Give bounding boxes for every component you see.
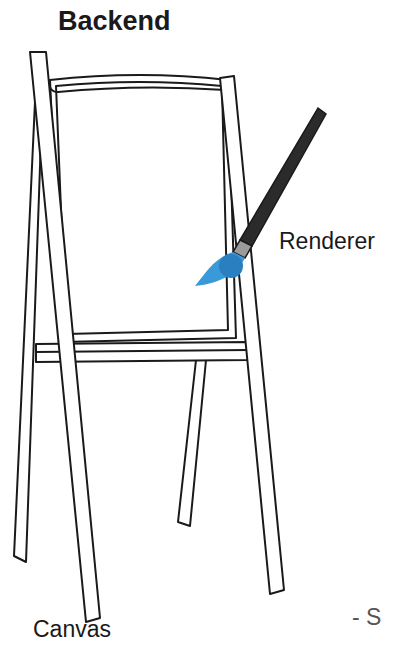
part-label: Renderer — [279, 228, 375, 255]
note-text: - S — [352, 604, 381, 631]
easel-leg — [220, 76, 284, 594]
brush-handle — [240, 108, 326, 246]
paper-sheet — [50, 75, 236, 342]
part-label: Canvas — [33, 616, 111, 643]
diagram-title: Backend — [58, 6, 171, 37]
brush-tip — [195, 252, 245, 286]
paper-curl — [50, 80, 226, 92]
easel-leg — [30, 52, 100, 622]
paper-sheet — [56, 82, 228, 334]
easel-leg — [178, 360, 206, 526]
easel-leg — [14, 80, 43, 562]
brush-paint — [219, 254, 243, 278]
